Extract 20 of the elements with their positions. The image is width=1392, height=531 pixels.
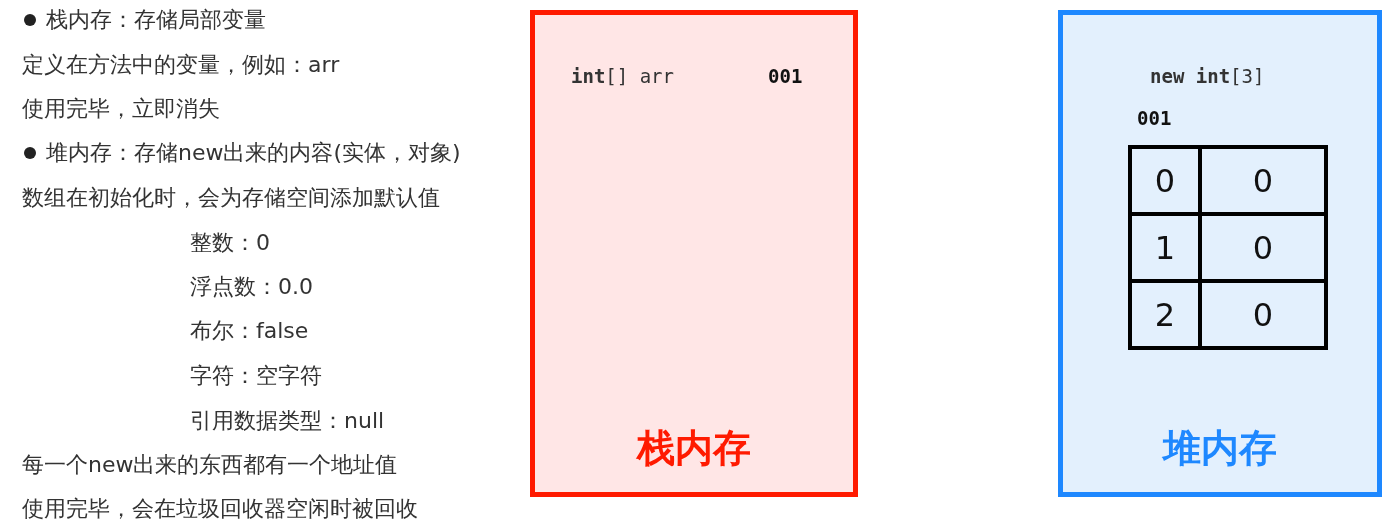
description-text: 使用完毕，立即消失 — [22, 95, 220, 123]
default-value-text: 引用数据类型：null — [190, 407, 385, 435]
description-text: 数组在初始化时，会为存储空间添加默认值 — [22, 184, 440, 212]
address-text: 001 — [768, 64, 803, 88]
heap-memory-panel — [1058, 10, 1382, 497]
panel-title: 栈内存 — [635, 425, 752, 471]
bullet-point-text: 堆内存：存储new出来的内容(实体，对象) — [46, 139, 461, 167]
default-value-text: 字符：空字符 — [190, 362, 322, 390]
default-value-text: 整数：0 — [190, 229, 270, 257]
description-text: 使用完毕，会在垃圾回收器空闲时被回收 — [22, 495, 418, 523]
default-value-text: 布尔：false — [190, 317, 309, 345]
description-text: 定义在方法中的变量，例如：arr — [22, 51, 340, 79]
bullet-point-text: 栈内存：存储局部变量 — [46, 6, 266, 34]
default-value-text: 浮点数：0.0 — [190, 273, 313, 301]
code-text: new int[3] — [1150, 64, 1265, 88]
code-text: int[] arr — [571, 64, 674, 88]
description-text: 每一个new出来的东西都有一个地址值 — [22, 451, 398, 479]
panel-title: 堆内存 — [1161, 425, 1278, 471]
stack-memory-panel — [530, 10, 858, 497]
address-text: 001 — [1137, 106, 1172, 130]
